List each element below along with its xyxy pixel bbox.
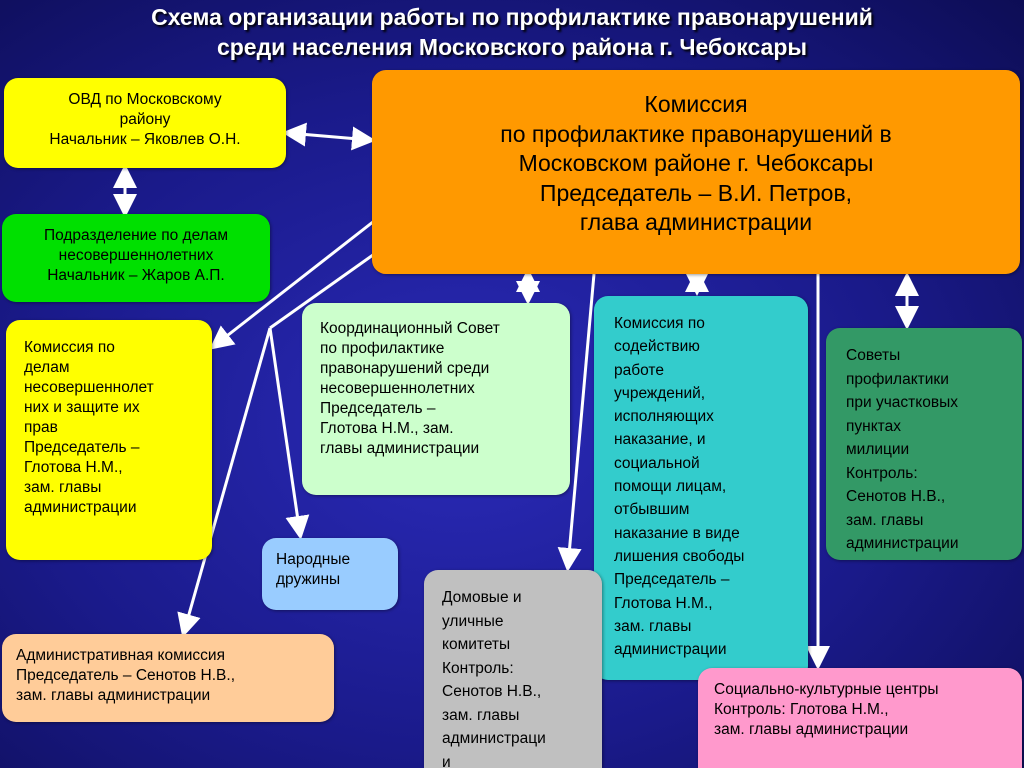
arrow-commission-juvenile-commission xyxy=(209,216,379,350)
juvenile-commission-box: Комиссия по делам несовершеннолет них и … xyxy=(6,320,212,560)
juvenile-unit-box: Подразделение по делам несовершеннолетни… xyxy=(2,214,270,302)
coord-council-box: Координационный Совет по профилактике пр… xyxy=(302,303,570,495)
admin-commission-box: Административная комиссия Председатель –… xyxy=(2,634,334,722)
page-title: Схема организации работы по профилактике… xyxy=(0,2,1024,62)
councils-box: Советы профилактики при участковых пункт… xyxy=(826,328,1022,560)
ovd-box: ОВД по Московскому району Начальник – Як… xyxy=(4,78,286,168)
arrow-commission-house-committees xyxy=(557,273,596,572)
house-committees-box: Домовые и уличные комитеты Контроль: Сен… xyxy=(424,570,602,768)
arrow-ovd-commission xyxy=(282,122,376,151)
arrow-branch-druzhiny xyxy=(268,327,310,540)
title-line-2: среди населения Московского района г. Че… xyxy=(216,34,808,60)
title-line-1: Схема организации работы по профилактике… xyxy=(151,4,873,30)
culture-centers-box: Социально-культурные центры Контроль: Гл… xyxy=(698,668,1022,768)
assist-commission-box: Комиссия по содействию работе учреждений… xyxy=(594,296,808,680)
arrow-commission-branch xyxy=(269,248,381,330)
druzhiny-box: Народные дружины xyxy=(262,538,398,610)
commission-box: Комиссия по профилактике правонарушений … xyxy=(372,70,1020,274)
arrow-branch-admin-commission xyxy=(177,327,272,638)
